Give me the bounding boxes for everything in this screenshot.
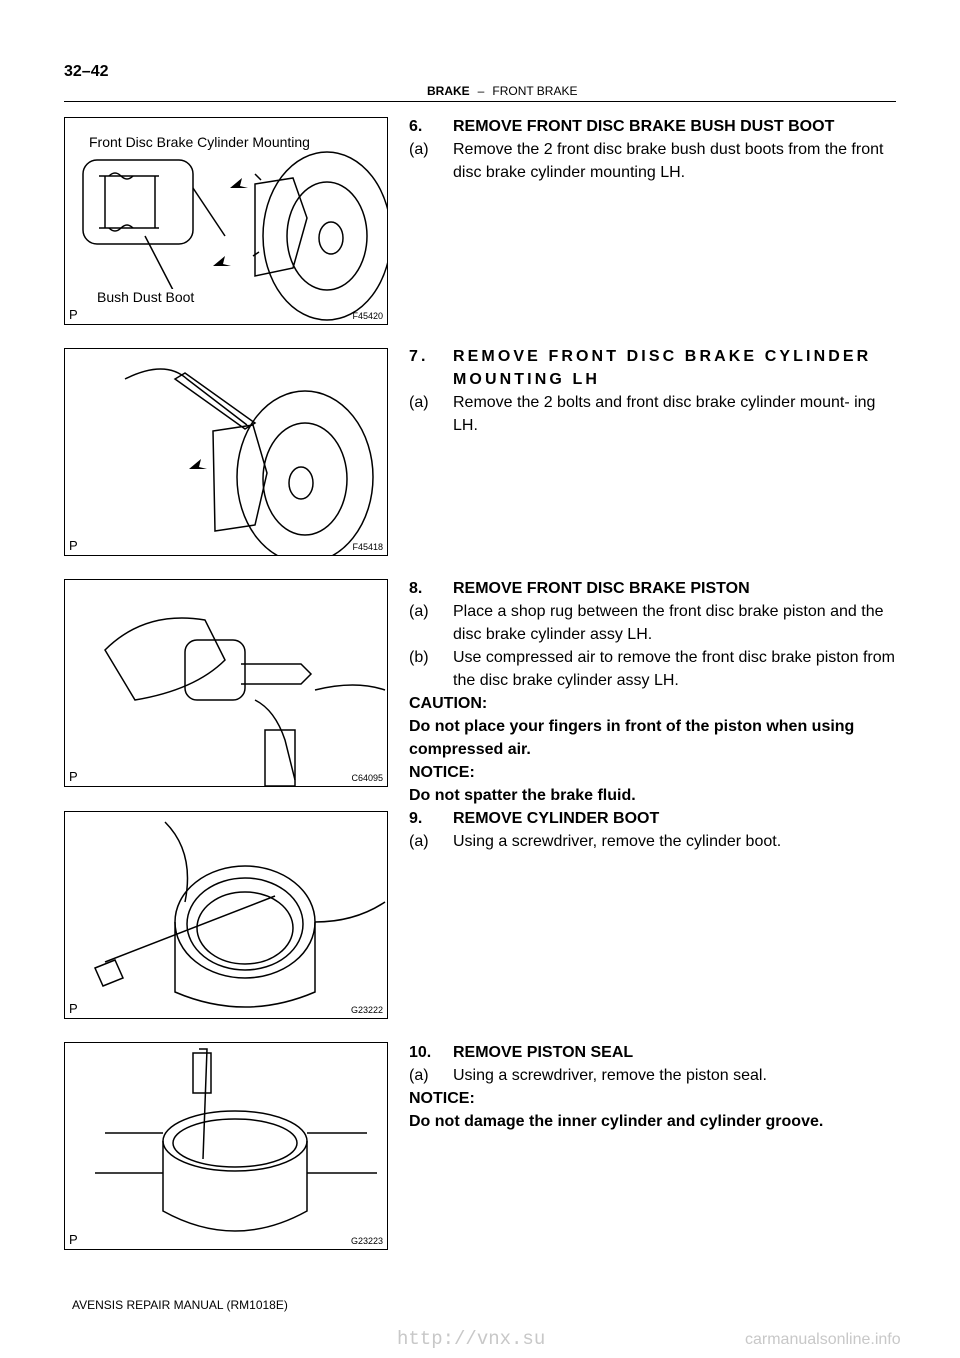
brake-mounting-illustration bbox=[82, 151, 387, 321]
step-7-heading: 7. REMOVE FRONT DISC BRAKE CYLINDER MOUNT… bbox=[409, 345, 896, 391]
step-7: 7. REMOVE FRONT DISC BRAKE CYLINDER MOUNT… bbox=[409, 345, 896, 437]
subsection-title: FRONT BRAKE bbox=[492, 84, 578, 98]
figure-prefix: P bbox=[69, 538, 78, 553]
callout-front-disc-brake-cylinder-mounting: Front Disc Brake Cylinder Mounting bbox=[89, 134, 310, 150]
figure-remove-cylinder-boot: P G23222 bbox=[64, 811, 388, 1019]
step-number: 7. bbox=[409, 348, 429, 365]
step-title: REMOVE CYLINDER BOOT bbox=[453, 810, 660, 827]
figure-code: G23223 bbox=[350, 1236, 383, 1246]
step-8-b: (b) Use compressed air to remove the fron… bbox=[409, 646, 896, 692]
step-title: REMOVE FRONT DISC BRAKE BUSH DUST BOOT bbox=[453, 118, 835, 135]
step-8: 8. REMOVE FRONT DISC BRAKE PISTON (a) Plac… bbox=[409, 577, 896, 853]
substep-label: (a) bbox=[409, 833, 429, 850]
substep-label: (a) bbox=[409, 603, 429, 620]
figure-prefix: P bbox=[69, 1232, 78, 1247]
figure-remove-piston-seal: P G23223 bbox=[64, 1042, 388, 1250]
step-10-a: (a) Using a screwdriver, remove the pisto… bbox=[409, 1064, 896, 1087]
step-6-heading: 6. REMOVE FRONT DISC BRAKE BUSH DUST BOOT bbox=[409, 115, 896, 138]
figure-prefix: P bbox=[69, 769, 78, 784]
substep-text: Remove the 2 front disc brake bush dust … bbox=[453, 141, 884, 181]
notice-label: NOTICE: bbox=[409, 1090, 475, 1107]
footer-manual-title: AVENSIS REPAIR MANUAL (RM1018E) bbox=[72, 1298, 288, 1312]
compressed-air-illustration bbox=[104, 617, 386, 786]
callout-bush-dust-boot: Bush Dust Boot bbox=[97, 289, 195, 305]
footer-url-link[interactable]: http://vnx.su bbox=[397, 1328, 546, 1350]
step-10-heading: 10. REMOVE PISTON SEAL bbox=[409, 1041, 896, 1064]
bolt-removal-illustration bbox=[124, 368, 374, 555]
step-9-a: (a) Using a screwdriver, remove the cylin… bbox=[409, 830, 896, 853]
figure-code: G23222 bbox=[350, 1005, 383, 1015]
step-title: REMOVE PISTON SEAL bbox=[453, 1044, 634, 1061]
step-10: 10. REMOVE PISTON SEAL (a) Using a screwdr… bbox=[409, 1041, 896, 1133]
cylinder-boot-illustration bbox=[93, 821, 386, 1008]
header-dash: – bbox=[477, 84, 485, 98]
step-title: REMOVE FRONT DISC BRAKE PISTON bbox=[453, 580, 750, 597]
notice-text: Do not spatter the brake fluid. bbox=[409, 787, 636, 804]
piston-seal-illustration bbox=[95, 1048, 377, 1232]
step-number: 9. bbox=[409, 810, 423, 827]
caution-text: Do not place your fingers in front of th… bbox=[409, 718, 855, 758]
step-6: 6. REMOVE FRONT DISC BRAKE BUSH DUST BOOT… bbox=[409, 115, 896, 184]
page-number: 32–42 bbox=[64, 63, 109, 80]
substep-label: (a) bbox=[409, 394, 429, 411]
substep-label: (a) bbox=[409, 141, 429, 158]
step-number: 6. bbox=[409, 118, 423, 135]
figure-prefix: P bbox=[69, 1001, 78, 1016]
step-8-heading: 8. REMOVE FRONT DISC BRAKE PISTON bbox=[409, 577, 896, 600]
step-number: 8. bbox=[409, 580, 423, 597]
step-number: 10. bbox=[409, 1044, 432, 1061]
header-rule bbox=[64, 101, 896, 102]
figure-bush-dust-boot: Front Disc Brake Cylinder Mounting Bush … bbox=[64, 117, 388, 325]
substep-label: (a) bbox=[409, 1067, 429, 1084]
substep-text: Using a screwdriver, remove the cylinder… bbox=[453, 833, 782, 850]
step-8-a: (a) Place a shop rug between the front di… bbox=[409, 600, 896, 646]
substep-label: (b) bbox=[409, 649, 429, 666]
step-title: REMOVE FRONT DISC BRAKE CYLINDER MOUNTIN… bbox=[453, 348, 872, 388]
caution-label: CAUTION: bbox=[409, 695, 488, 712]
step-9-heading: 9. REMOVE CYLINDER BOOT bbox=[409, 807, 896, 830]
notice-text: Do not damage the inner cylinder and cyl… bbox=[409, 1113, 824, 1130]
figure-code: C64095 bbox=[351, 773, 383, 783]
section-title: BRAKE bbox=[427, 84, 470, 98]
figure-remove-piston: P C64095 bbox=[64, 579, 388, 787]
notice-label: NOTICE: bbox=[409, 764, 475, 781]
running-head: BRAKE–FRONT BRAKE bbox=[427, 84, 577, 98]
figure-code: F45418 bbox=[352, 542, 383, 552]
substep-text: Use compressed air to remove the front d… bbox=[453, 649, 895, 689]
figure-code: F45420 bbox=[352, 311, 383, 321]
watermark: carmanualsonline.info bbox=[745, 1331, 901, 1348]
step-7-a: (a) Remove the 2 bolts and front disc bra… bbox=[409, 391, 896, 437]
figure-remove-cylinder-mounting: P F45418 bbox=[64, 348, 388, 556]
figure-prefix: P bbox=[69, 307, 78, 322]
step-6-a: (a) Remove the 2 front disc brake bush du… bbox=[409, 138, 896, 184]
substep-text: Place a shop rug between the front disc … bbox=[453, 603, 884, 643]
substep-text: Using a screwdriver, remove the piston s… bbox=[453, 1067, 767, 1084]
substep-text: Remove the 2 bolts and front disc brake … bbox=[453, 394, 876, 434]
